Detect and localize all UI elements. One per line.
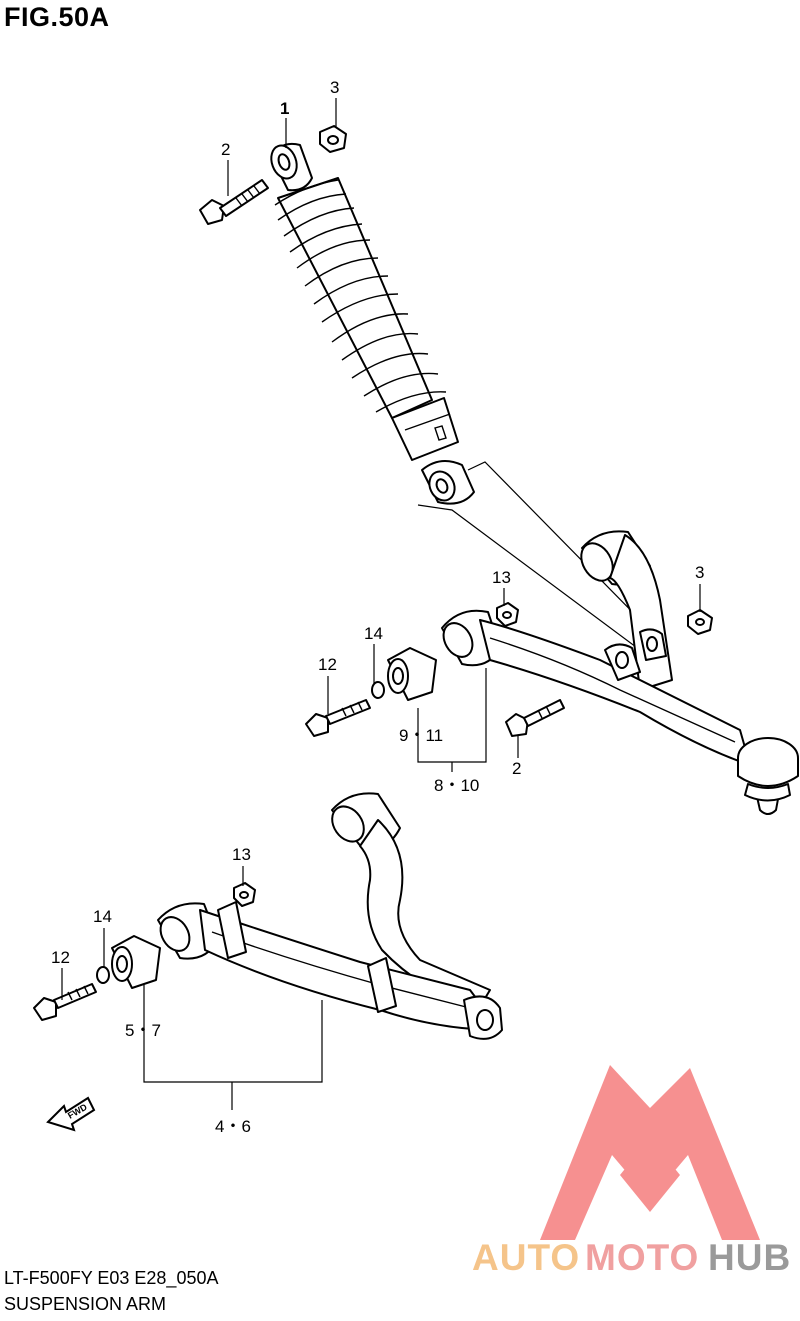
callout-14-mid: 14 [364,624,383,643]
washer-14-low [96,966,110,984]
watermark-text-moto: MOTO [585,1237,699,1278]
callout-2-mid: 2 [512,759,521,778]
bolt-2-mid [505,699,565,737]
callout-13-mid: 13 [492,568,511,587]
callout-1: 1 [280,99,289,118]
callout-14-low: 14 [93,907,112,926]
bushing-9-11 [387,647,437,701]
watermark-text-auto: AUTO [472,1237,580,1278]
callout-3-mid: 3 [695,563,704,582]
figure-name: SUSPENSION ARM [4,1294,167,1314]
callout-9-11: 9・11 [399,726,443,745]
bolt-12-low [33,983,97,1021]
figure-title: FIG.50A [4,2,110,32]
bushing-5-7 [111,935,161,989]
fwd-arrow-icon: FWD [46,1096,96,1132]
callout-12-low: 12 [51,948,70,967]
callout-5-7: 5・7 [125,1021,161,1040]
bolt-2-top [199,179,269,225]
nut-3-mid [687,609,713,635]
nut-13-mid [496,602,519,627]
triangle-logo-icon [540,1065,760,1240]
figure-code: LT-F500FY E03 E28_050A [4,1268,219,1288]
nut-3-top [319,125,347,153]
nut-13-low [233,882,256,907]
callout-13-low: 13 [232,845,251,864]
callout-8-10: 8・10 [434,776,479,795]
upper-suspension-arm [441,530,799,815]
watermark-logo: AUTO MOTO HUB [472,1065,791,1278]
shock-absorber [270,142,475,505]
watermark-text-hub: HUB [708,1237,791,1278]
callout-3-top: 3 [330,78,339,97]
callout-2-top: 2 [221,140,230,159]
callout-12-mid: 12 [318,655,337,674]
washer-14-mid [371,681,385,699]
callout-4-6: 4・6 [215,1117,251,1136]
lower-suspension-arm [157,792,503,1040]
bolt-12-mid [305,699,371,737]
